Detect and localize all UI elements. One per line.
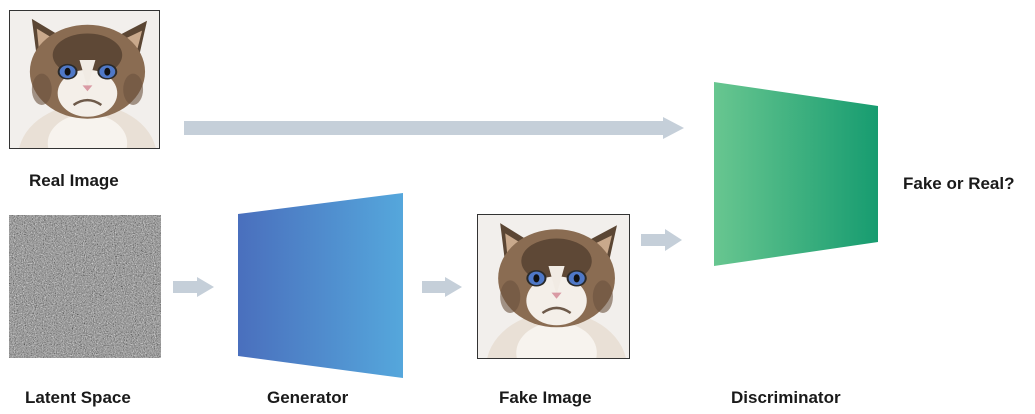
- discriminator-label: Discriminator: [731, 388, 841, 407]
- generator-label: Generator: [267, 388, 349, 407]
- arrow-latent-to-generator-icon: [173, 277, 214, 297]
- arrow-fake-to-discriminator-icon: [641, 229, 682, 251]
- fake-image-frame: [477, 214, 630, 359]
- latent-space-label: Latent Space: [25, 388, 131, 407]
- output-label: Fake or Real?: [903, 174, 1015, 193]
- discriminator-block: [714, 82, 878, 266]
- generator-block: [238, 193, 403, 378]
- latent-noise-image: [9, 215, 161, 358]
- fake-image-photo: [478, 215, 629, 358]
- fake-image-label: Fake Image: [499, 388, 592, 407]
- arrow-generator-to-fake-icon: [422, 277, 462, 297]
- arrow-real-to-discriminator-icon: [184, 117, 684, 139]
- real-image-label: Real Image: [29, 171, 119, 190]
- real-image-frame: [9, 10, 160, 149]
